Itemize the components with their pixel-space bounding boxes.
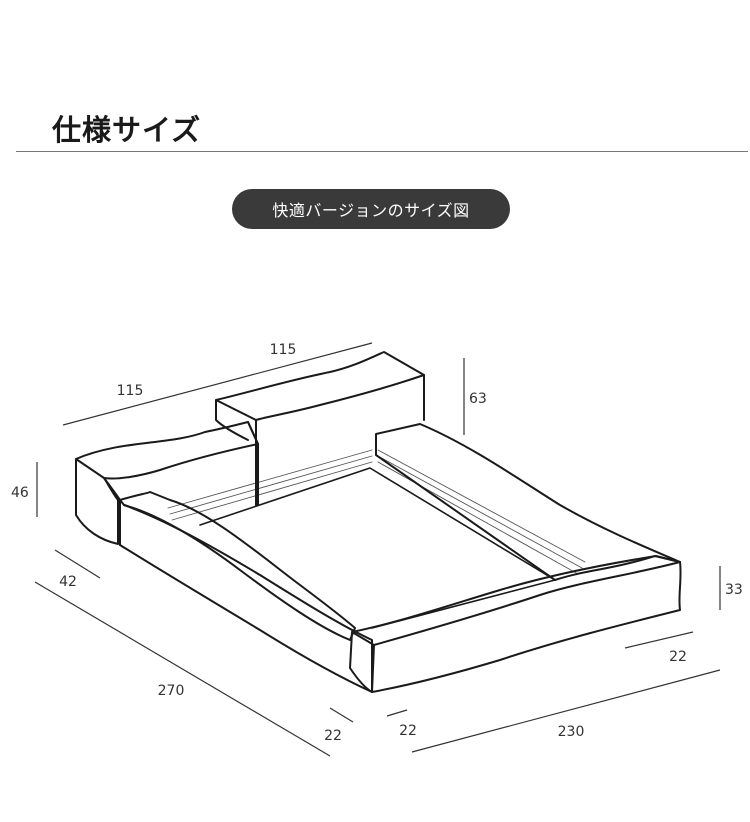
back-rail-lines <box>167 449 373 521</box>
right-side-rail-top <box>375 423 681 581</box>
page-title: 仕様サイズ <box>52 113 202 147</box>
mattress-area <box>199 467 556 629</box>
dim-line-front-left <box>386 709 408 717</box>
dim-length-total: 270 <box>158 683 185 699</box>
dim-height-left: 46 <box>11 485 29 501</box>
right-side-rail-face <box>371 561 682 693</box>
dim-line-front-right <box>624 631 694 649</box>
title-divider <box>16 151 748 152</box>
dim-width-total: 230 <box>558 724 585 740</box>
back-left-block-side <box>75 458 119 545</box>
dim-line-width-total <box>411 669 721 753</box>
left-side-rail-top <box>119 491 356 641</box>
dim-height-headboard: 63 <box>469 391 487 407</box>
dim-line-length <box>34 581 331 757</box>
dim-top-left: 115 <box>117 383 144 399</box>
front-rail-left-face <box>349 631 375 693</box>
right-rail-lines <box>377 449 586 575</box>
size-diagram-badge: 快適バージョンのサイズ図 <box>232 189 510 229</box>
dim-line-end-left <box>329 707 354 723</box>
dim-top-back: 115 <box>270 342 297 358</box>
dim-line-top-back <box>62 342 373 426</box>
front-rail-top <box>351 555 681 646</box>
dim-end-left: 22 <box>324 728 342 744</box>
dim-height-front: 33 <box>725 582 743 598</box>
dim-width-side: 42 <box>59 574 77 590</box>
dim-line-width-side <box>54 549 101 579</box>
headboard-front <box>215 374 425 506</box>
left-side-rail-face <box>119 504 373 693</box>
dim-front-right: 22 <box>669 649 687 665</box>
headboard-block <box>215 351 425 421</box>
dim-front-left: 22 <box>399 723 417 739</box>
